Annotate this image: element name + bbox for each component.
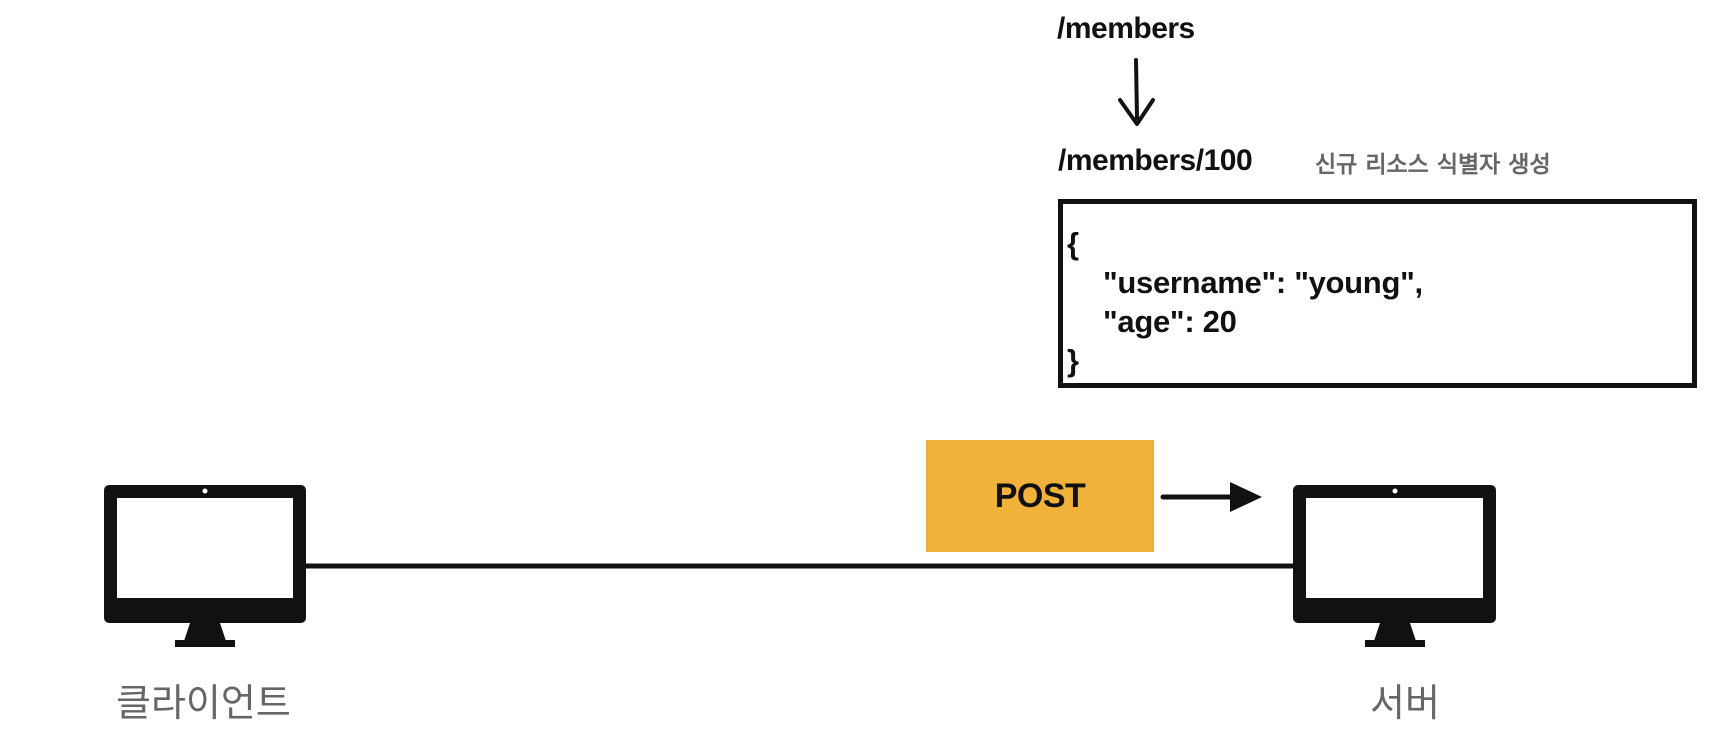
post-method-label: POST xyxy=(994,476,1086,515)
post-method-box: POST xyxy=(926,440,1154,552)
arrow-down-icon xyxy=(1118,58,1155,126)
new-resource-path-label: /members/100 xyxy=(1058,144,1253,177)
json-close-brace: } xyxy=(1067,343,1079,378)
server-label: 서버 xyxy=(1370,681,1440,725)
client-monitor-icon xyxy=(104,485,306,647)
json-open-brace: { xyxy=(1067,226,1079,261)
client-label: 클라이언트 xyxy=(116,681,291,725)
source-path-label: /members xyxy=(1057,12,1195,45)
arrow-right-icon xyxy=(1160,482,1262,512)
request-body-box: { "username": "young", "age": 20 } xyxy=(1058,199,1697,388)
resource-id-annotation: 신규 리소스 식별자 생성 xyxy=(1315,152,1551,178)
json-username-line: "username": "young", xyxy=(1103,265,1423,300)
json-age-line: "age": 20 xyxy=(1103,304,1237,339)
server-monitor-icon xyxy=(1293,485,1496,647)
